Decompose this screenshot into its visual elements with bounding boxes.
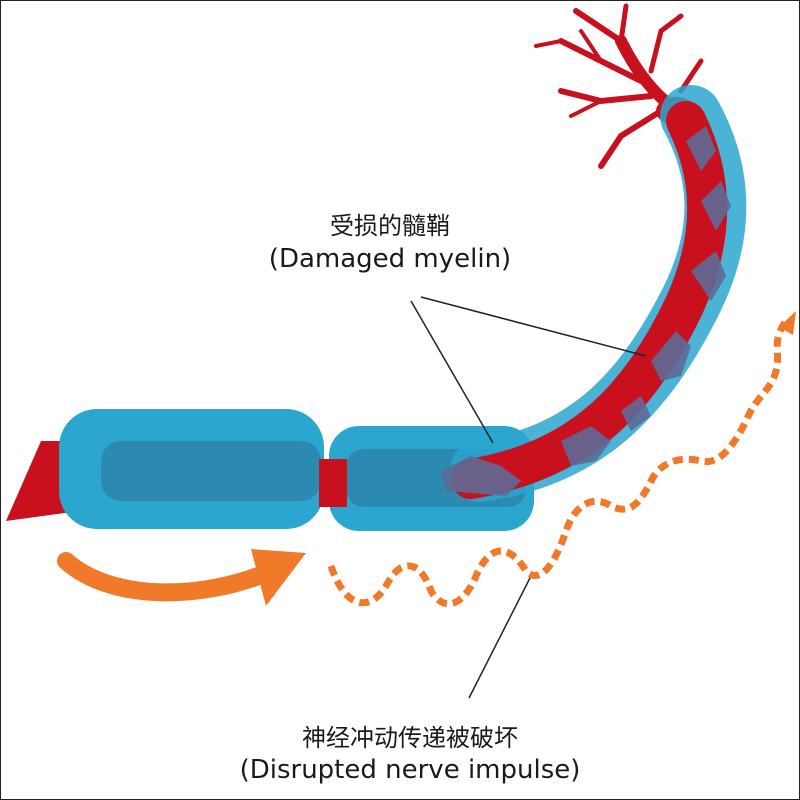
damaged-myelin-label-zh: 受损的髓鞘 bbox=[330, 212, 450, 240]
axon bbox=[451, 101, 728, 499]
leader-lines bbox=[410, 296, 647, 699]
disrupted-impulse-label-zh: 神经冲动传递被破坏 bbox=[302, 724, 518, 752]
node-of-ranvier bbox=[319, 459, 347, 507]
myelin-segment-1 bbox=[59, 409, 324, 529]
damaged-myelin-label-en: (Damaged myelin) bbox=[268, 244, 512, 274]
disrupted-impulse-label-en: (Disrupted nerve impulse) bbox=[239, 755, 581, 785]
disrupted-impulse-arrow bbox=[327, 311, 796, 608]
normal-impulse-arrow bbox=[57, 549, 306, 606]
damage-patches bbox=[441, 126, 731, 496]
